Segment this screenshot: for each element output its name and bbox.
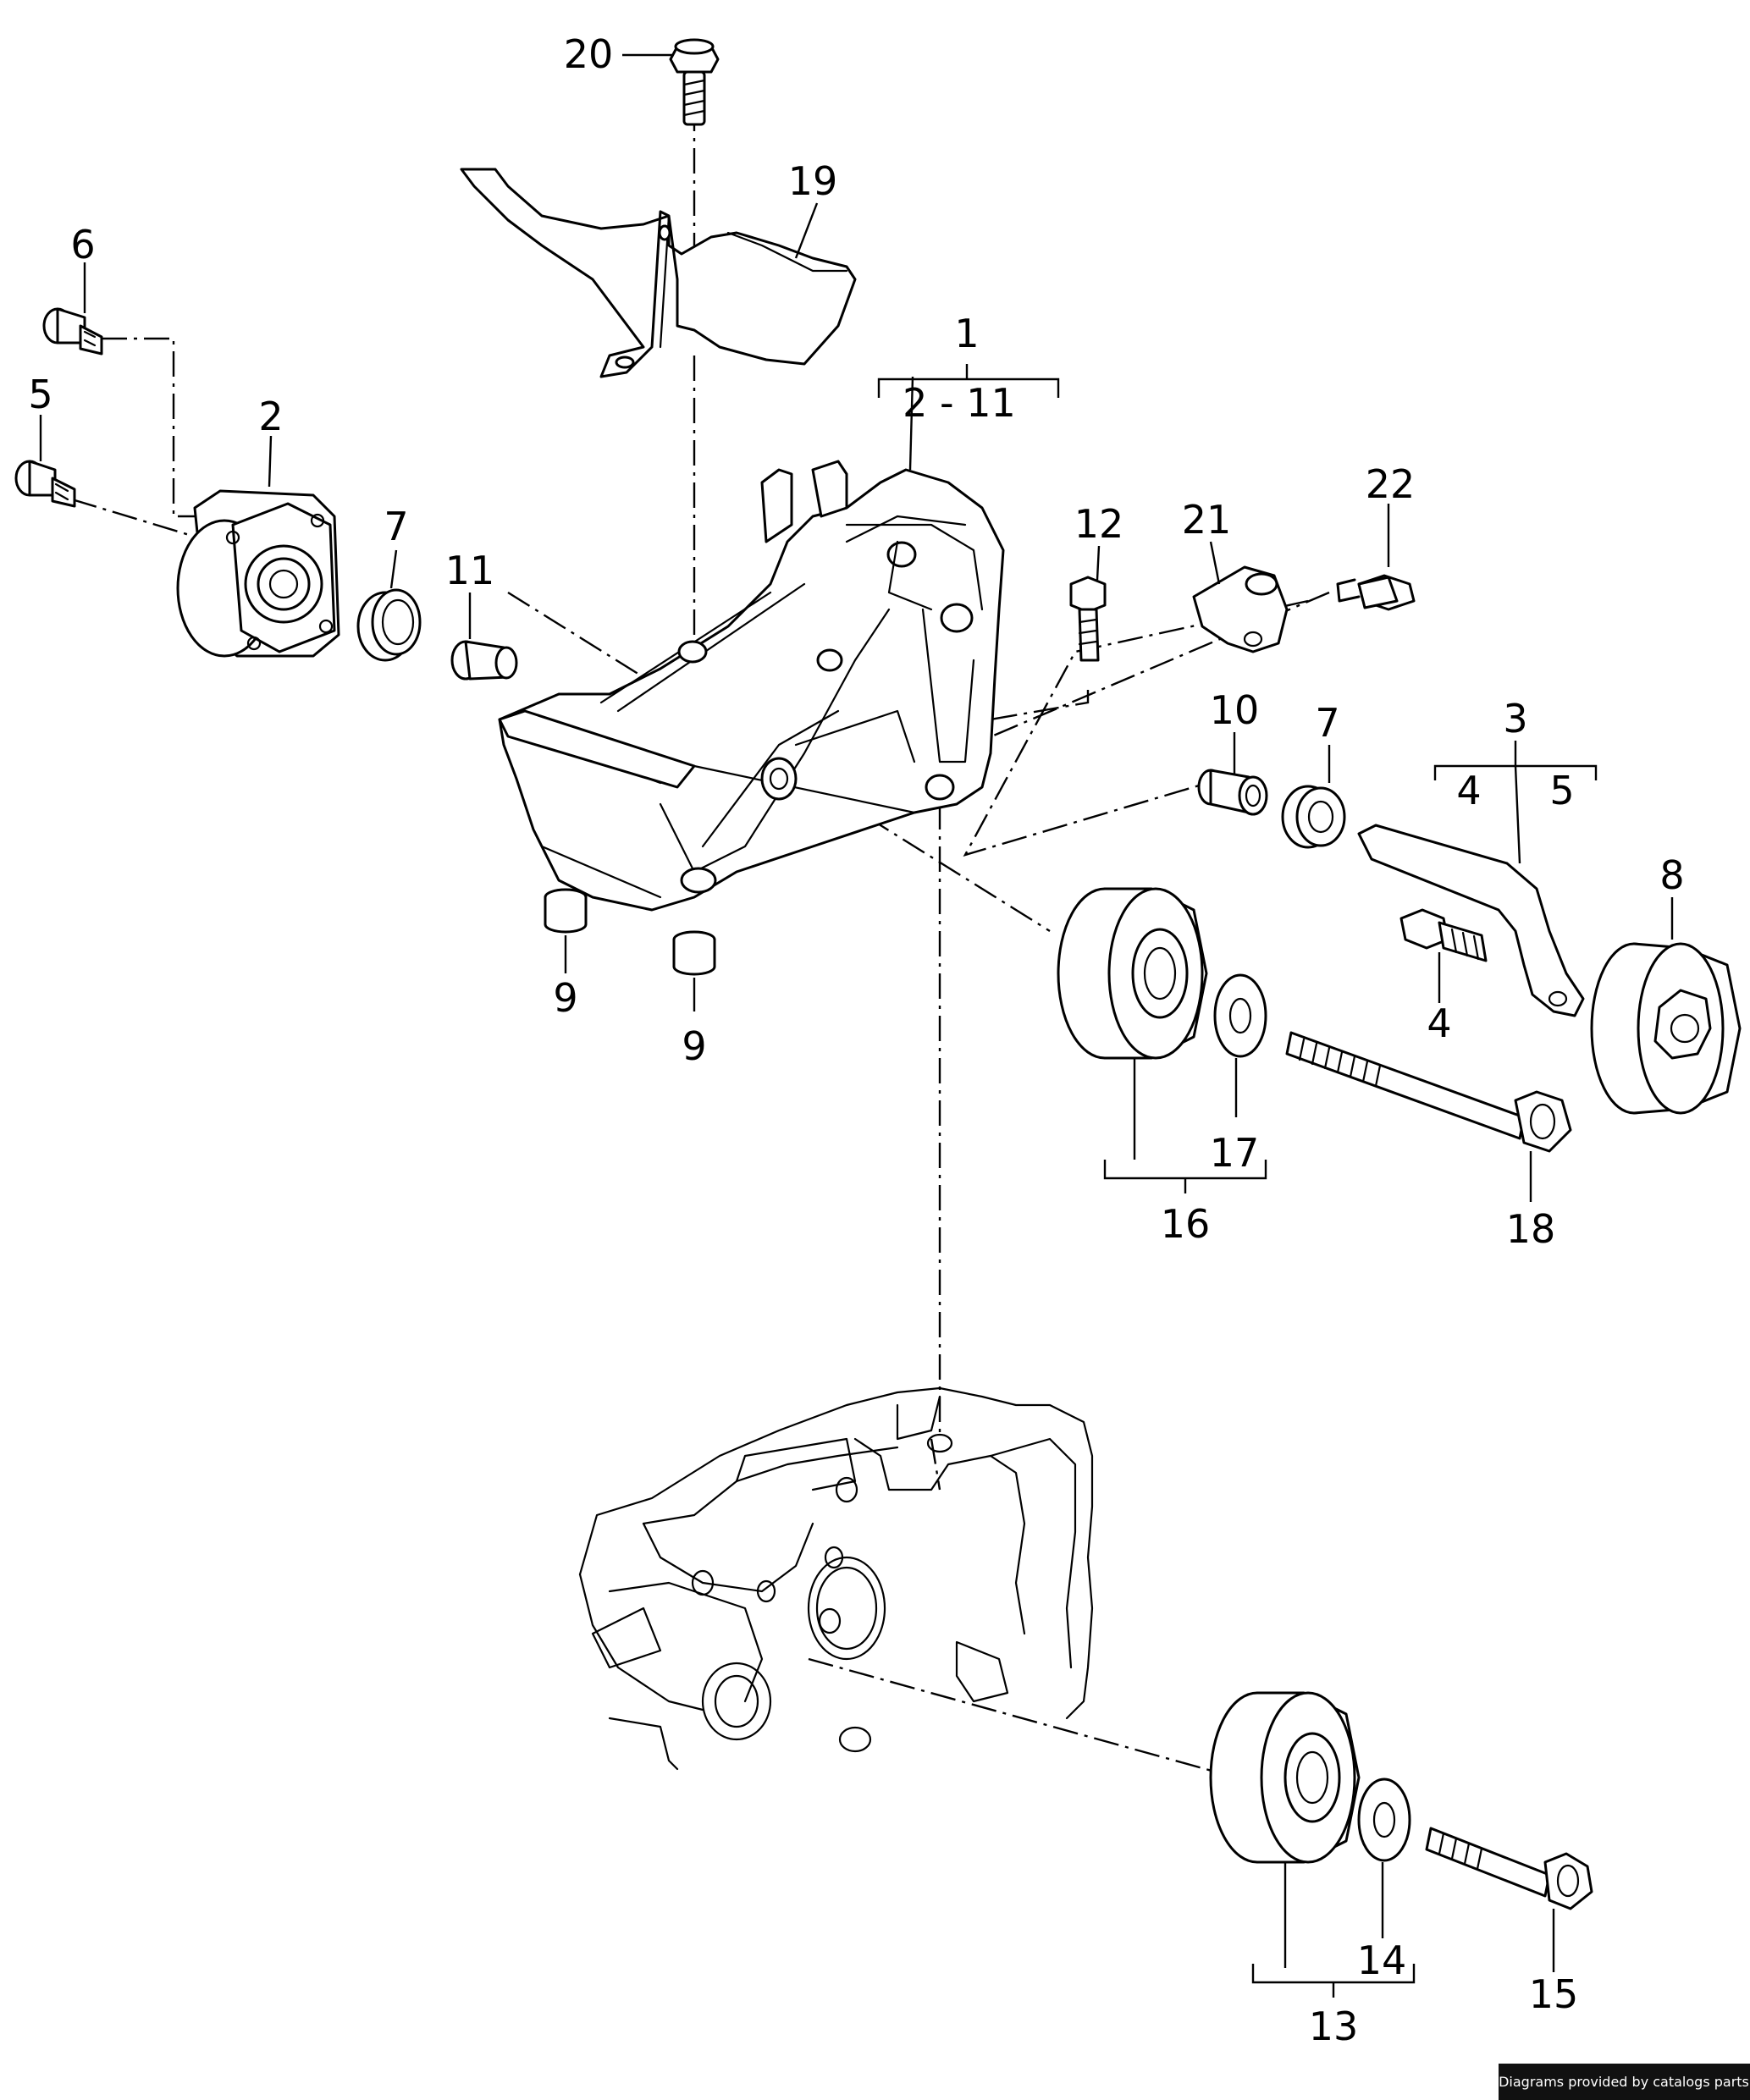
bolt-22 [1336, 574, 1416, 611]
long-bolt-18 [1285, 1031, 1572, 1153]
callout-10: 10 [1210, 687, 1260, 733]
bolt-5 [14, 460, 76, 508]
washer-14 [1357, 1778, 1411, 1862]
callout-1: 1 [954, 311, 979, 356]
callout-19: 19 [788, 158, 838, 204]
bolt-15 [1425, 1827, 1593, 1910]
callout-2: 2 [258, 394, 283, 439]
bolt-12 [1069, 576, 1107, 662]
leader-lines [39, 53, 1674, 1972]
washer-17 [1213, 973, 1267, 1058]
callout-5: 5 [28, 372, 52, 417]
spacer-9a [544, 888, 588, 934]
credit-text: Diagrams provided by catalogs parts [1499, 2074, 1749, 2090]
callout-15: 15 [1529, 1971, 1579, 2017]
sleeve-10 [1197, 769, 1268, 816]
callout-14: 14 [1357, 1937, 1407, 1983]
seal-ring-7b [1281, 785, 1346, 849]
tensioner-pulley-8 [1590, 942, 1742, 1115]
callout-labels: 20 19 6 5 2 7 11 1 2 - 11 12 21 22 10 7 … [28, 31, 1684, 2049]
bolt-6 [42, 307, 103, 356]
bolt-20 [669, 38, 720, 126]
spacer-9b [672, 930, 716, 976]
callout-20: 20 [564, 31, 614, 77]
callout-21: 21 [1182, 497, 1232, 543]
callout-9a: 9 [553, 975, 577, 1021]
callout-1-range: 2 - 11 [903, 380, 1016, 426]
callout-16: 16 [1161, 1201, 1211, 1247]
idler-pulley-16 [1057, 887, 1208, 1060]
heat-shield-19 [460, 168, 857, 378]
callout-3: 3 [1503, 696, 1527, 741]
bracket-1 [498, 460, 1005, 912]
footer-credit: Diagrams provided by catalogs parts [1499, 2064, 1750, 2100]
bushing-11 [450, 640, 518, 681]
callout-3-b: 5 [1549, 768, 1574, 813]
callout-17: 17 [1210, 1130, 1260, 1176]
engine-block [578, 1386, 1094, 1771]
callout-8: 8 [1659, 852, 1684, 898]
callout-7b: 7 [1315, 700, 1339, 746]
seal-ring-7a [356, 588, 422, 662]
callout-12: 12 [1074, 501, 1124, 547]
tensioner-arm-3 [1357, 824, 1585, 1017]
callout-9b: 9 [682, 1023, 706, 1069]
callout-6: 6 [70, 222, 95, 267]
group-brackets [877, 364, 1598, 1998]
callout-4: 4 [1427, 1000, 1451, 1046]
callout-18: 18 [1506, 1206, 1556, 1252]
bolt-4 [1399, 908, 1488, 962]
flange-pulley-2 [176, 489, 340, 658]
callout-7a: 7 [384, 504, 408, 549]
clamp-21 [1192, 565, 1289, 653]
callout-22: 22 [1366, 461, 1416, 507]
idler-pulley-13 [1209, 1691, 1361, 1864]
callout-11: 11 [445, 548, 495, 593]
callout-13: 13 [1309, 2004, 1359, 2049]
callout-3-a: 4 [1456, 768, 1481, 813]
